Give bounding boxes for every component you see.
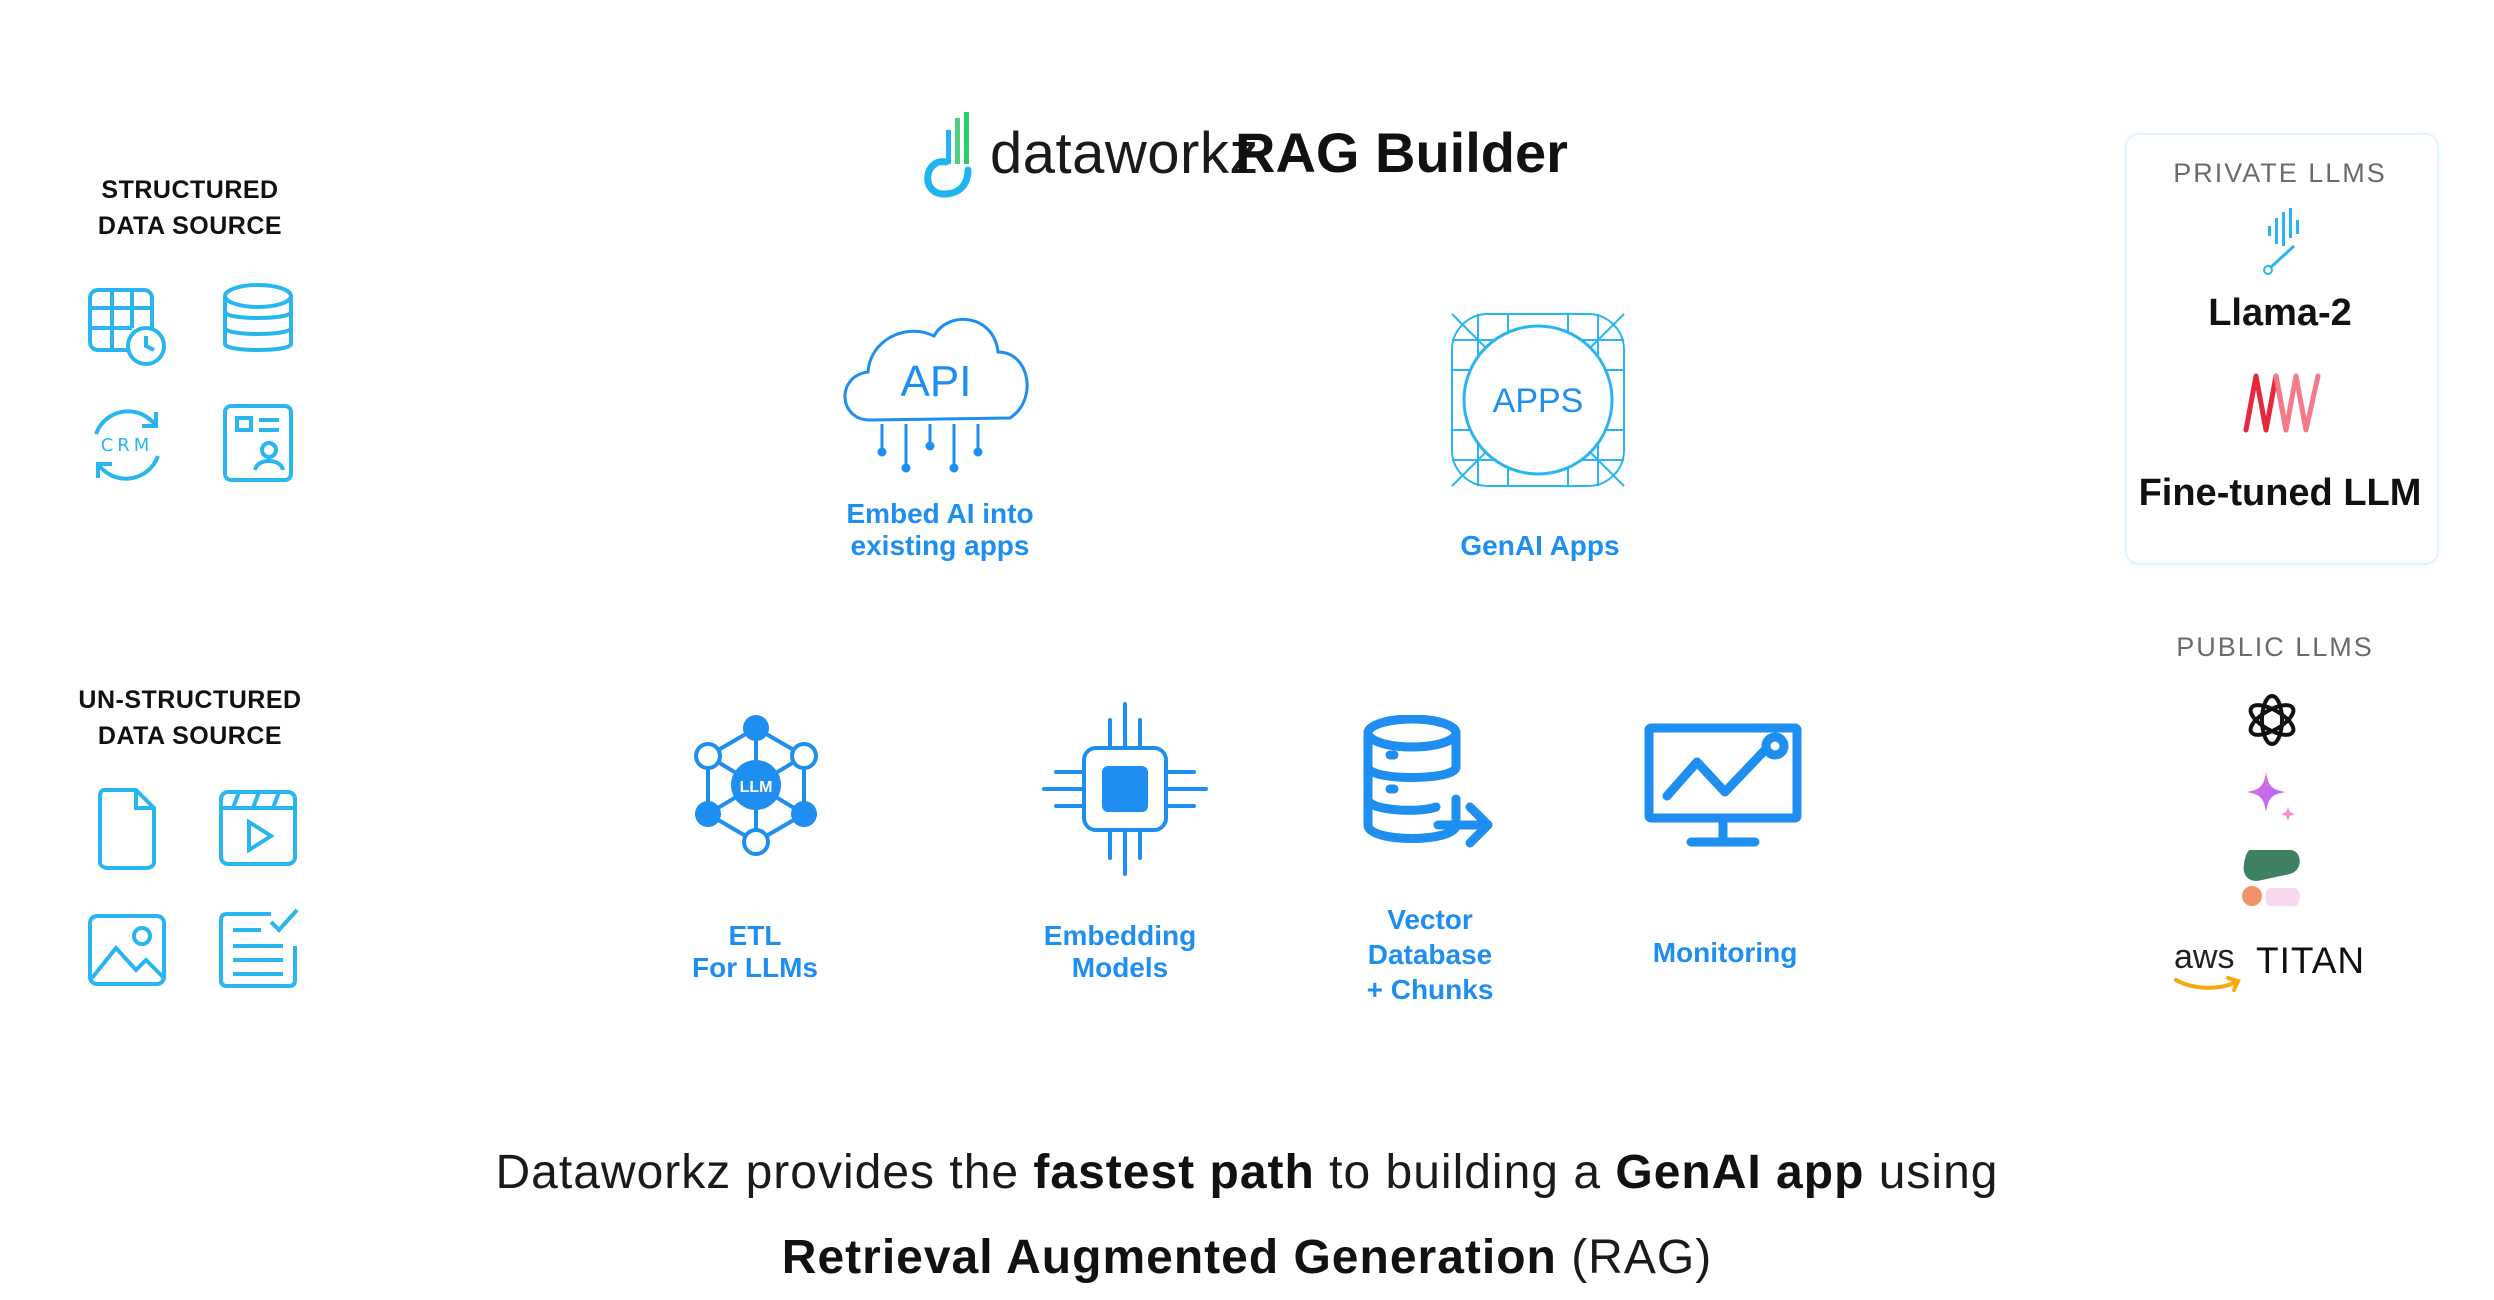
etl-caption: ETL For LLMs: [692, 920, 818, 983]
apps-grid-icon: APPS: [1448, 310, 1628, 490]
svg-text:CRM: CRM: [101, 435, 154, 456]
monitoring-icon: [1643, 722, 1803, 852]
brand-name: dataworkz: [990, 121, 1259, 186]
openai-icon: [2240, 688, 2304, 752]
id-card-icon: [213, 398, 303, 488]
embedding-caption: Embedding Models: [1043, 920, 1197, 983]
crm-sync-icon: CRM: [82, 400, 172, 490]
svg-text:APPS: APPS: [1493, 382, 1584, 420]
gemini-sparkle-icon: [2242, 768, 2302, 828]
apps-caption: GenAI Apps: [1460, 530, 1620, 561]
llama-icon: [2260, 206, 2310, 276]
cohere-icon: [2240, 846, 2306, 910]
fine-tuned-llm-label: Fine-tuned LLM: [2138, 472, 2422, 514]
private-llms-heading: PRIVATE LLMS: [2173, 158, 2387, 188]
video-file-icon: [213, 782, 303, 872]
titan-text: TITAN: [2256, 940, 2366, 981]
database-icon: [213, 276, 303, 366]
unstructured-source-label: UN-STRUCTURED DATA SOURCE: [78, 686, 302, 750]
fine-tuned-llm-icon: [2242, 370, 2322, 436]
api-cloud-icon: API: [830, 300, 1040, 480]
tagline-line-2: Retrieval Augmented Generation (RAG): [781, 1231, 1713, 1284]
api-caption: Embed AI into existing apps: [846, 498, 1034, 561]
image-icon: [82, 904, 172, 994]
svg-text:API: API: [901, 357, 972, 406]
llm-network-icon: LLM: [686, 710, 826, 860]
structured-source-label: STRUCTURED DATA SOURCE: [97, 176, 283, 240]
llama-2-label: Llama-2: [2208, 292, 2352, 334]
monitoring-caption: Monitoring: [1652, 937, 1798, 968]
aws-titan-logo: aws TITAN: [2170, 938, 2420, 998]
checklist-icon: [213, 904, 303, 994]
title-logo: dataworkz RAG Builder: [920, 100, 1600, 210]
aws-text: aws: [2174, 938, 2235, 976]
vector-db-caption: Vector Database + Chunks: [1366, 904, 1494, 1005]
public-llms-heading: PUBLIC LLMS: [2176, 632, 2374, 662]
chip-icon: [1040, 700, 1210, 880]
dataworkz-logo-icon: [924, 112, 972, 198]
private-llms-panel: [2125, 133, 2439, 565]
vector-database-icon: [1360, 715, 1500, 855]
document-icon: [82, 782, 172, 872]
table-clock-icon: [82, 280, 172, 370]
product-name: RAG Builder: [1235, 121, 1568, 184]
tagline-line-1: Dataworkz provides the fastest path to b…: [495, 1146, 1999, 1199]
svg-text:LLM: LLM: [740, 779, 773, 796]
aws-smile-icon: [2174, 976, 2241, 992]
